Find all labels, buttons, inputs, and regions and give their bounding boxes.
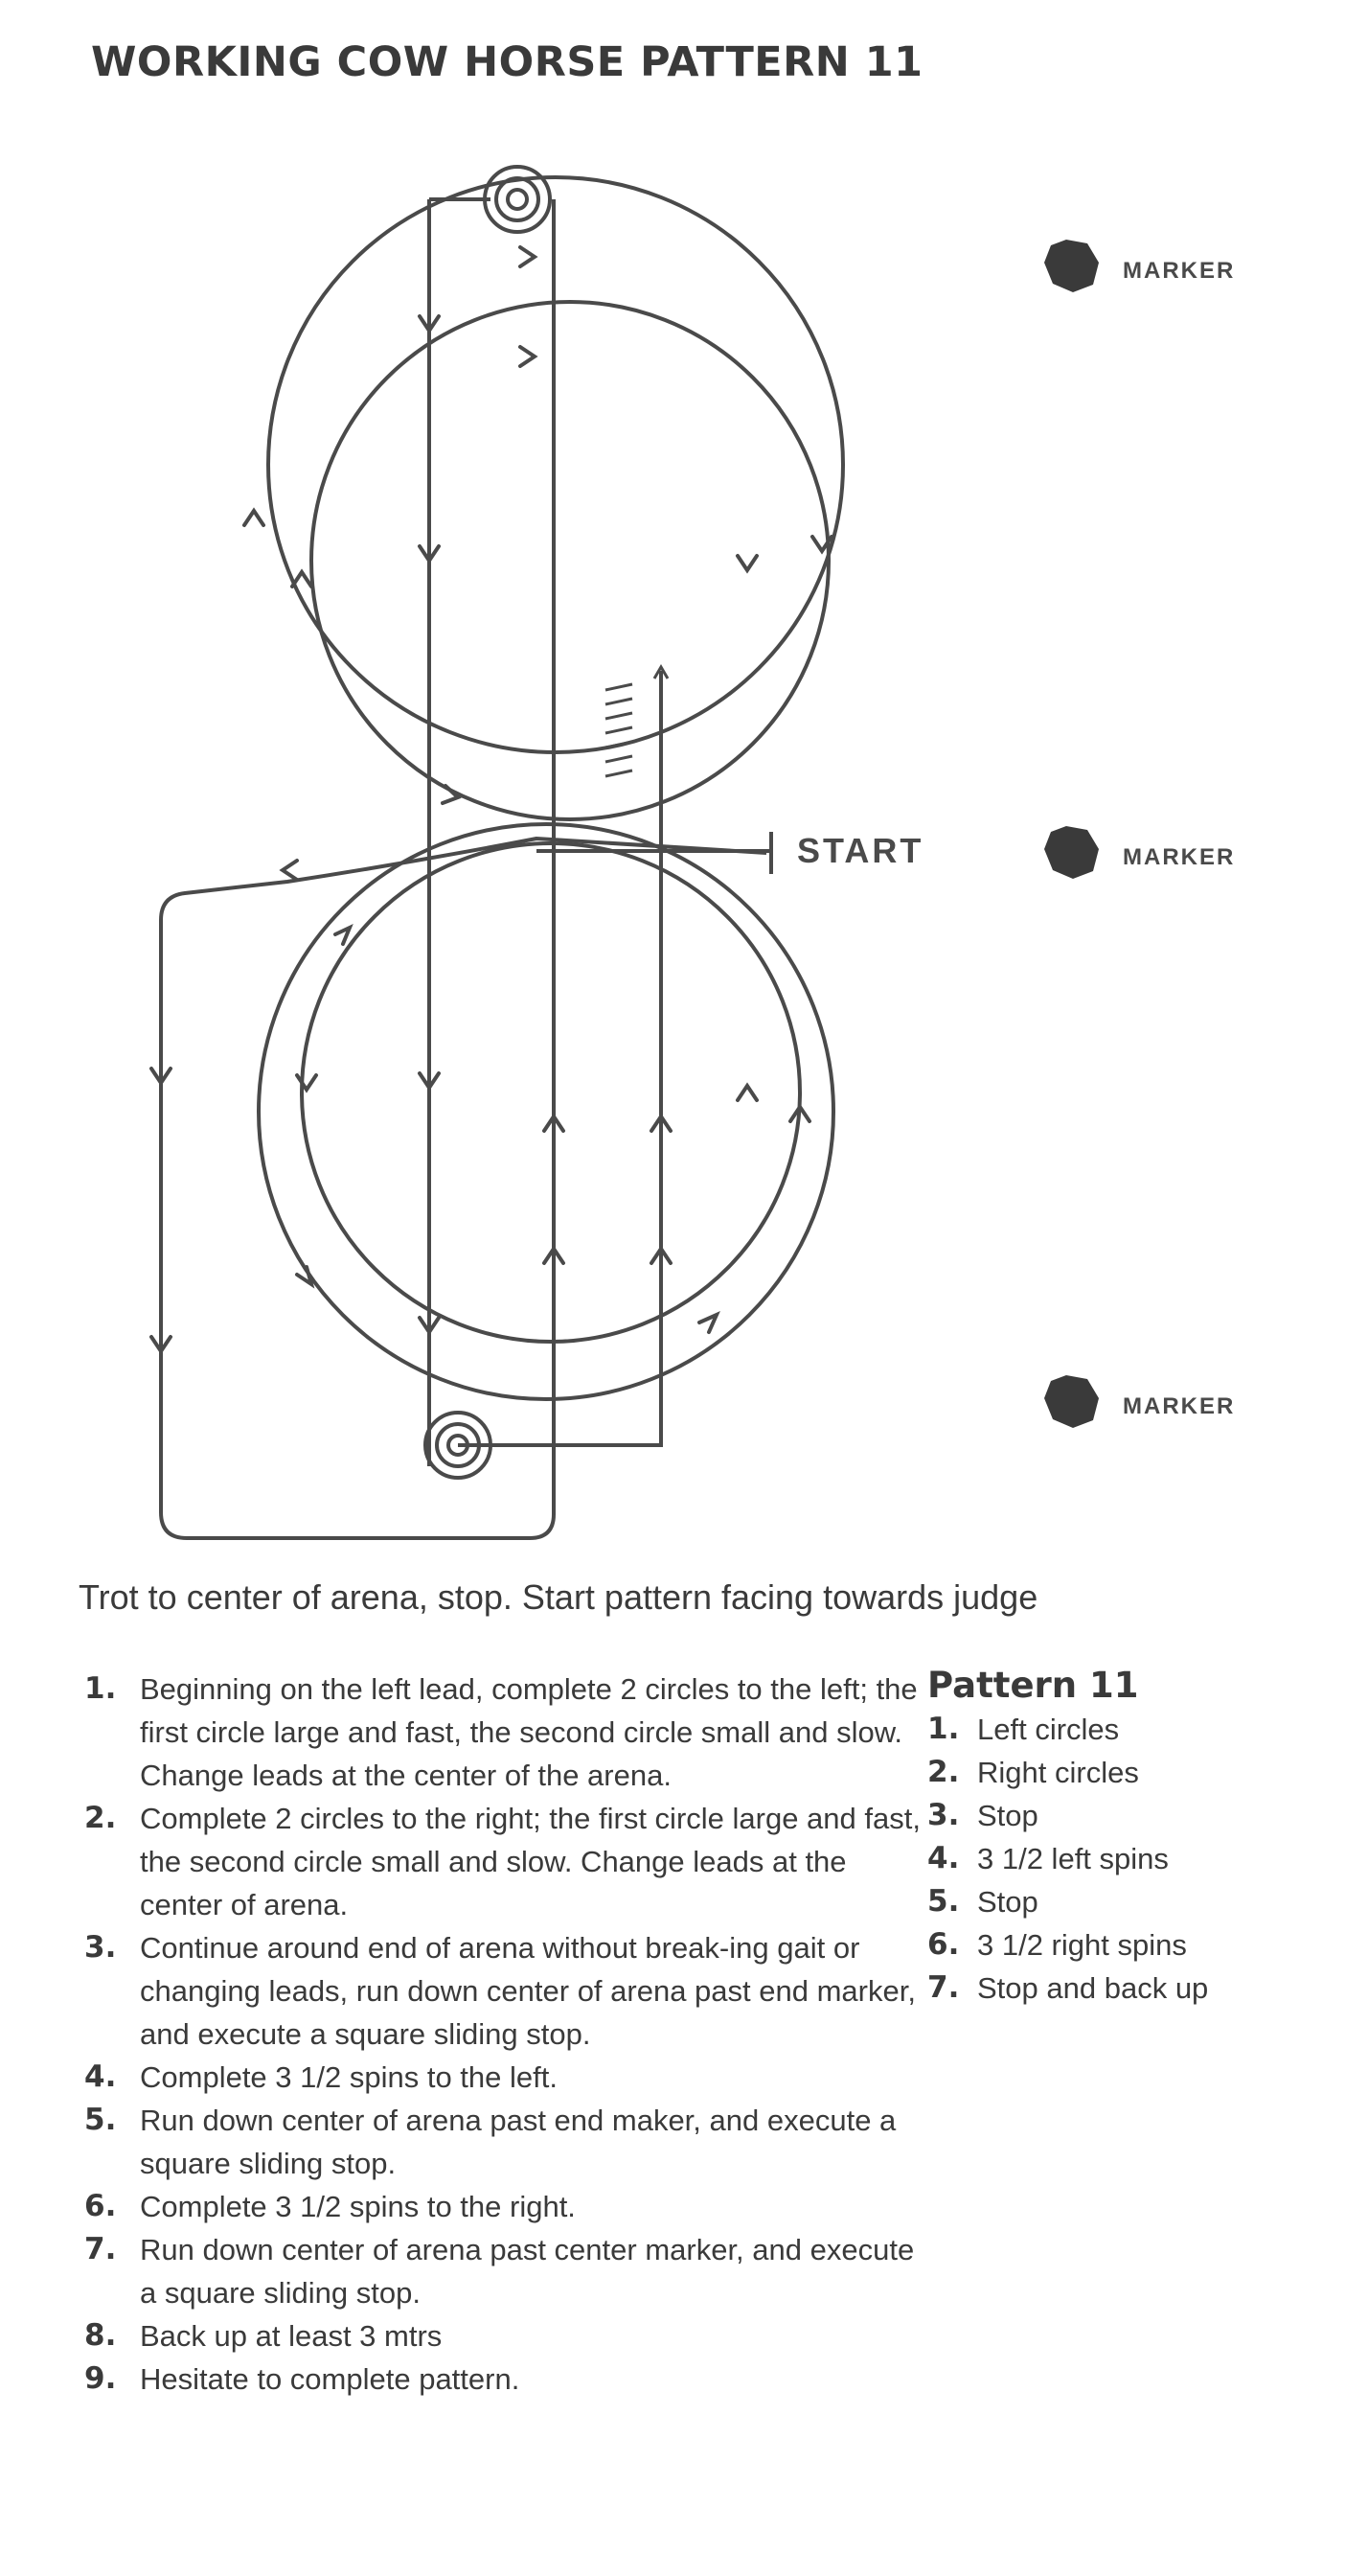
arrow-icon [518,245,538,268]
arrow-icon [295,1265,315,1289]
arrow-icon [650,1113,673,1133]
arrow-icon [542,1113,565,1133]
summary-number: 6. [927,1927,960,1962]
step-number: 6. [84,2189,117,2223]
step-number: 4. [84,2059,117,2094]
marker-icon [1044,1375,1099,1428]
step-item: 6. Complete 3 1/2 spins to the right. [84,2185,927,2228]
step-text: Complete 3 1/2 spins to the right. [140,2190,576,2223]
bottom-loop [458,1418,663,1447]
marker-center: MARKER [1044,826,1235,879]
arrow-icon [518,345,538,368]
step-number: 7. [84,2232,117,2266]
step-item: 1. Beginning on the left lead, complete 2… [84,1668,927,1797]
summary-number: 4. [927,1841,960,1875]
arrow-icon [650,1245,673,1265]
marker-top: MARKER [1044,240,1235,292]
steps-list: 1. Beginning on the left lead, complete 2… [84,1668,927,2401]
sliding-stop-marks [604,682,633,778]
summary-number: 2. [927,1755,960,1789]
step-item: 8. Back up at least 3 mtrs [84,2314,927,2358]
summary-item: 5. Stop [927,1880,1330,1923]
intro-text: Trot to center of arena, stop. Start pat… [79,1577,1038,1617]
bottom-small-circle [300,841,802,1344]
summary-number: 5. [927,1884,960,1919]
summary-list: 1. Left circles 2. Right circles 3. Stop 4.… [927,1708,1330,2010]
summary-text: Left circles [977,1713,1120,1746]
arrow-icon [418,1071,441,1092]
step-number: 9. [84,2361,117,2396]
arrow-icon [149,1335,172,1355]
summary-number: 7. [927,1970,960,2005]
step-item: 4. Complete 3 1/2 spins to the left. [84,2056,927,2099]
summary-title: Pattern 11 [927,1665,1139,1706]
summary-item: 1. Left circles [927,1708,1330,1751]
arrow-icon [149,1067,172,1087]
summary-item: 3. Stop [927,1794,1330,1837]
summary-item: 6. 3 1/2 right spins [927,1923,1330,1966]
arrow-icon [788,1103,811,1123]
summary-text: Stop [977,1799,1038,1832]
arrow-icon [441,784,462,805]
step-item: 7. Run down center of arena past center m… [84,2228,927,2314]
marker-bottom: MARKER [1044,1375,1235,1428]
summary-number: 1. [927,1712,960,1746]
step-number: 3. [84,1930,117,1965]
summary-text: Stop and back up [977,1971,1209,2005]
arrow-icon [295,1073,318,1093]
bottom-large-circle [257,822,835,1401]
marker-icon [1044,826,1099,879]
step-text: Run down center of arena past end maker,… [140,2104,897,2180]
start-label: START [797,831,923,870]
arrow-icon [736,554,759,574]
arrow-icon [810,535,833,555]
step-text: Back up at least 3 mtrs [140,2319,443,2353]
step-text: Run down center of arena past center mar… [140,2233,915,2310]
pattern-diagram: START MARKER MARKER MARKER [149,165,1235,1540]
marker-label: MARKER [1123,844,1235,870]
step-text: Hesitate to complete pattern. [140,2362,520,2396]
pattern-summary: Pattern 11 1. Left circles 2. Right circle… [927,1665,1330,2010]
step-item: 5. Run down center of arena past end make… [84,2099,927,2185]
arrow-icon [736,1082,759,1102]
arrow-icon [333,924,353,946]
arrow-icon [290,568,313,588]
step-item: 2. Complete 2 circles to the right; the f… [84,1797,927,1926]
marker-icon [1044,240,1099,292]
summary-text: Right circles [977,1756,1139,1789]
step-number: 1. [84,1671,117,1706]
marker-label: MARKER [1123,1393,1235,1419]
arrow-icon [279,859,299,882]
summary-item: 2. Right circles [927,1751,1330,1794]
summary-text: Stop [977,1885,1038,1919]
summary-number: 3. [927,1798,960,1832]
step-item: 9. Hesitate to complete pattern. [84,2358,927,2401]
arrow-icon [418,544,441,564]
step-text: Complete 2 circles to the right; the fir… [140,1802,921,1921]
outer-return-path [159,836,767,1540]
step-number: 5. [84,2103,117,2137]
arrow-icon [418,314,441,334]
top-small-circle [309,300,831,821]
step-number: 2. [84,1801,117,1835]
step-text: Beginning on the left lead, complete 2 c… [140,1672,918,1792]
marker-label: MARKER [1123,258,1235,284]
page-title: WORKING COW HORSE PATTERN 11 [91,38,923,86]
summary-item: 7. Stop and back up [927,1966,1330,2010]
step-item: 3. Continue around end of arena without b… [84,1926,927,2056]
summary-text: 3 1/2 right spins [977,1928,1187,1962]
step-number: 8. [84,2318,117,2353]
arrow-icon [542,1245,565,1265]
arrow-icon [697,1311,720,1334]
summary-text: 3 1/2 left spins [977,1842,1169,1875]
step-text: Continue around end of arena without bre… [140,1931,916,2051]
arrow-icon [242,507,265,527]
step-text: Complete 3 1/2 spins to the left. [140,2060,558,2094]
summary-item: 4. 3 1/2 left spins [927,1837,1330,1880]
arrow-icon [418,1316,441,1336]
